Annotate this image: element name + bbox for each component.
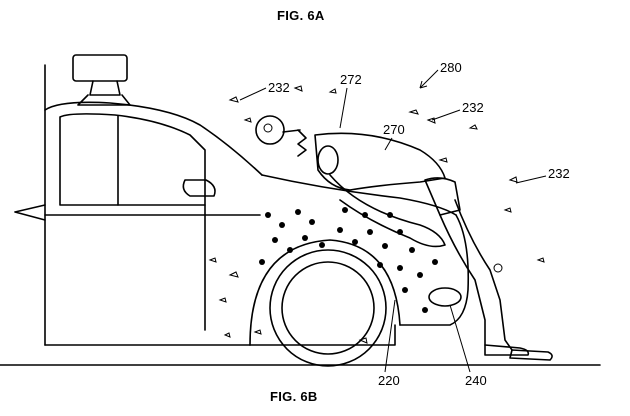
ref-280: 280 [440,60,462,75]
ref-220: 220 [378,373,400,388]
leader-280 [419,69,439,89]
debris-fragments [208,85,545,344]
ref-232-left: 232 [268,80,290,95]
leader-232-left [239,87,267,101]
leader-280-arrow [419,80,428,89]
pedestrian [255,115,553,361]
ref-232-mid: 232 [462,100,484,115]
figure-title-bottom: FIG. 6B [270,389,318,404]
leader-272 [339,87,348,129]
ref-240: 240 [465,373,487,388]
leader-240 [449,304,471,373]
leader-232-mid [431,109,461,121]
ref-270: 270 [383,122,405,137]
car-body [14,64,470,346]
ref-232-right: 232 [548,166,570,181]
ref-272: 272 [340,72,362,87]
figure-title-top: FIG. 6A [277,8,325,23]
leader-220 [384,299,396,373]
front-wheel [269,249,387,367]
roof-sensor [72,54,131,106]
leader-232-right [515,175,547,184]
leader-270 [384,137,393,151]
